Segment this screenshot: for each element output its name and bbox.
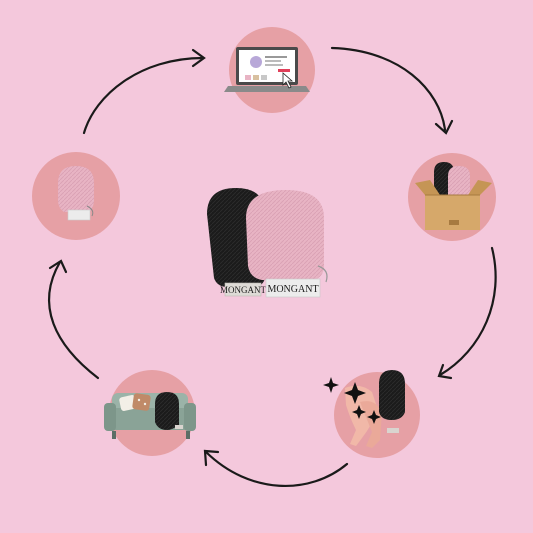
brand-label-pink: MONGANT — [267, 284, 318, 295]
step-relax-sofa — [104, 370, 196, 456]
arrow-bottom-head — [203, 449, 220, 467]
arrow-left-head — [48, 259, 68, 274]
package-box-icon — [415, 162, 492, 230]
arrow-top-left — [82, 56, 205, 135]
arrow-right — [438, 246, 497, 377]
arrow-left — [47, 260, 100, 380]
pink-mitt-icon — [58, 166, 94, 221]
center-product: MONGANT MONGANT — [207, 188, 328, 298]
arrow-top-right — [330, 46, 447, 132]
arrow-top-left-head — [191, 48, 206, 68]
arrow-top-right-head — [434, 119, 454, 135]
brand-label-black: MONGANT — [220, 285, 267, 295]
arrow-bottom — [204, 450, 349, 487]
cycle-arrows — [47, 46, 497, 487]
step-use-on-legs — [323, 370, 420, 458]
legs-sparkle-icon — [323, 370, 405, 448]
sofa-icon — [104, 392, 196, 439]
laptop-shopping-icon — [224, 47, 310, 92]
step-delivery-box — [408, 153, 496, 241]
pink-mitt-large-icon: MONGANT — [246, 190, 328, 298]
step-order-online — [224, 27, 315, 113]
step-dry-mitt — [32, 152, 120, 240]
arrow-right-head — [437, 363, 453, 380]
